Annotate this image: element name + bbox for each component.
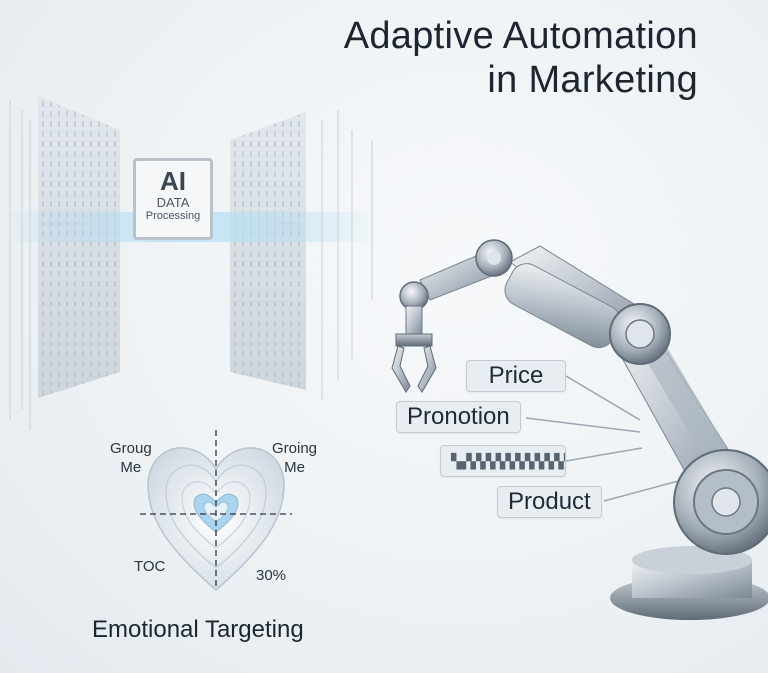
robot-arm [391, 239, 768, 620]
server-panel-right [230, 110, 373, 400]
product-label: Product [497, 486, 602, 518]
title-line-1: Adaptive Automation [343, 15, 698, 57]
promotion-label: Pronotion [396, 401, 521, 433]
ai-box-title: AI [160, 166, 186, 196]
label-connector-lines [525, 375, 683, 502]
heart-label-bottom-left: TOC [134, 558, 166, 575]
price-label: Price [466, 360, 566, 392]
heart-label-bottom-right: 30% [256, 567, 287, 584]
heart-label-top-right: Groing Me [272, 440, 318, 476]
emotional-targeting-caption: Emotional Targeting [92, 616, 304, 643]
ai-box-subtitle: DATA [156, 195, 190, 210]
title-line-2: in Marketing [487, 59, 698, 101]
ai-data-processing-box: AI DATA Processing [133, 158, 213, 240]
server-panel-left [9, 96, 120, 430]
ai-box-caption: Processing [145, 210, 201, 222]
heart-label-top-left: Groug Me [110, 440, 152, 476]
emotional-heart-diagram [140, 430, 292, 591]
coded-label: ▚▞▞▞▞▞▞▞▞▞▞▞ [440, 445, 566, 477]
page-title: Adaptive Automation in Marketing [344, 14, 698, 102]
